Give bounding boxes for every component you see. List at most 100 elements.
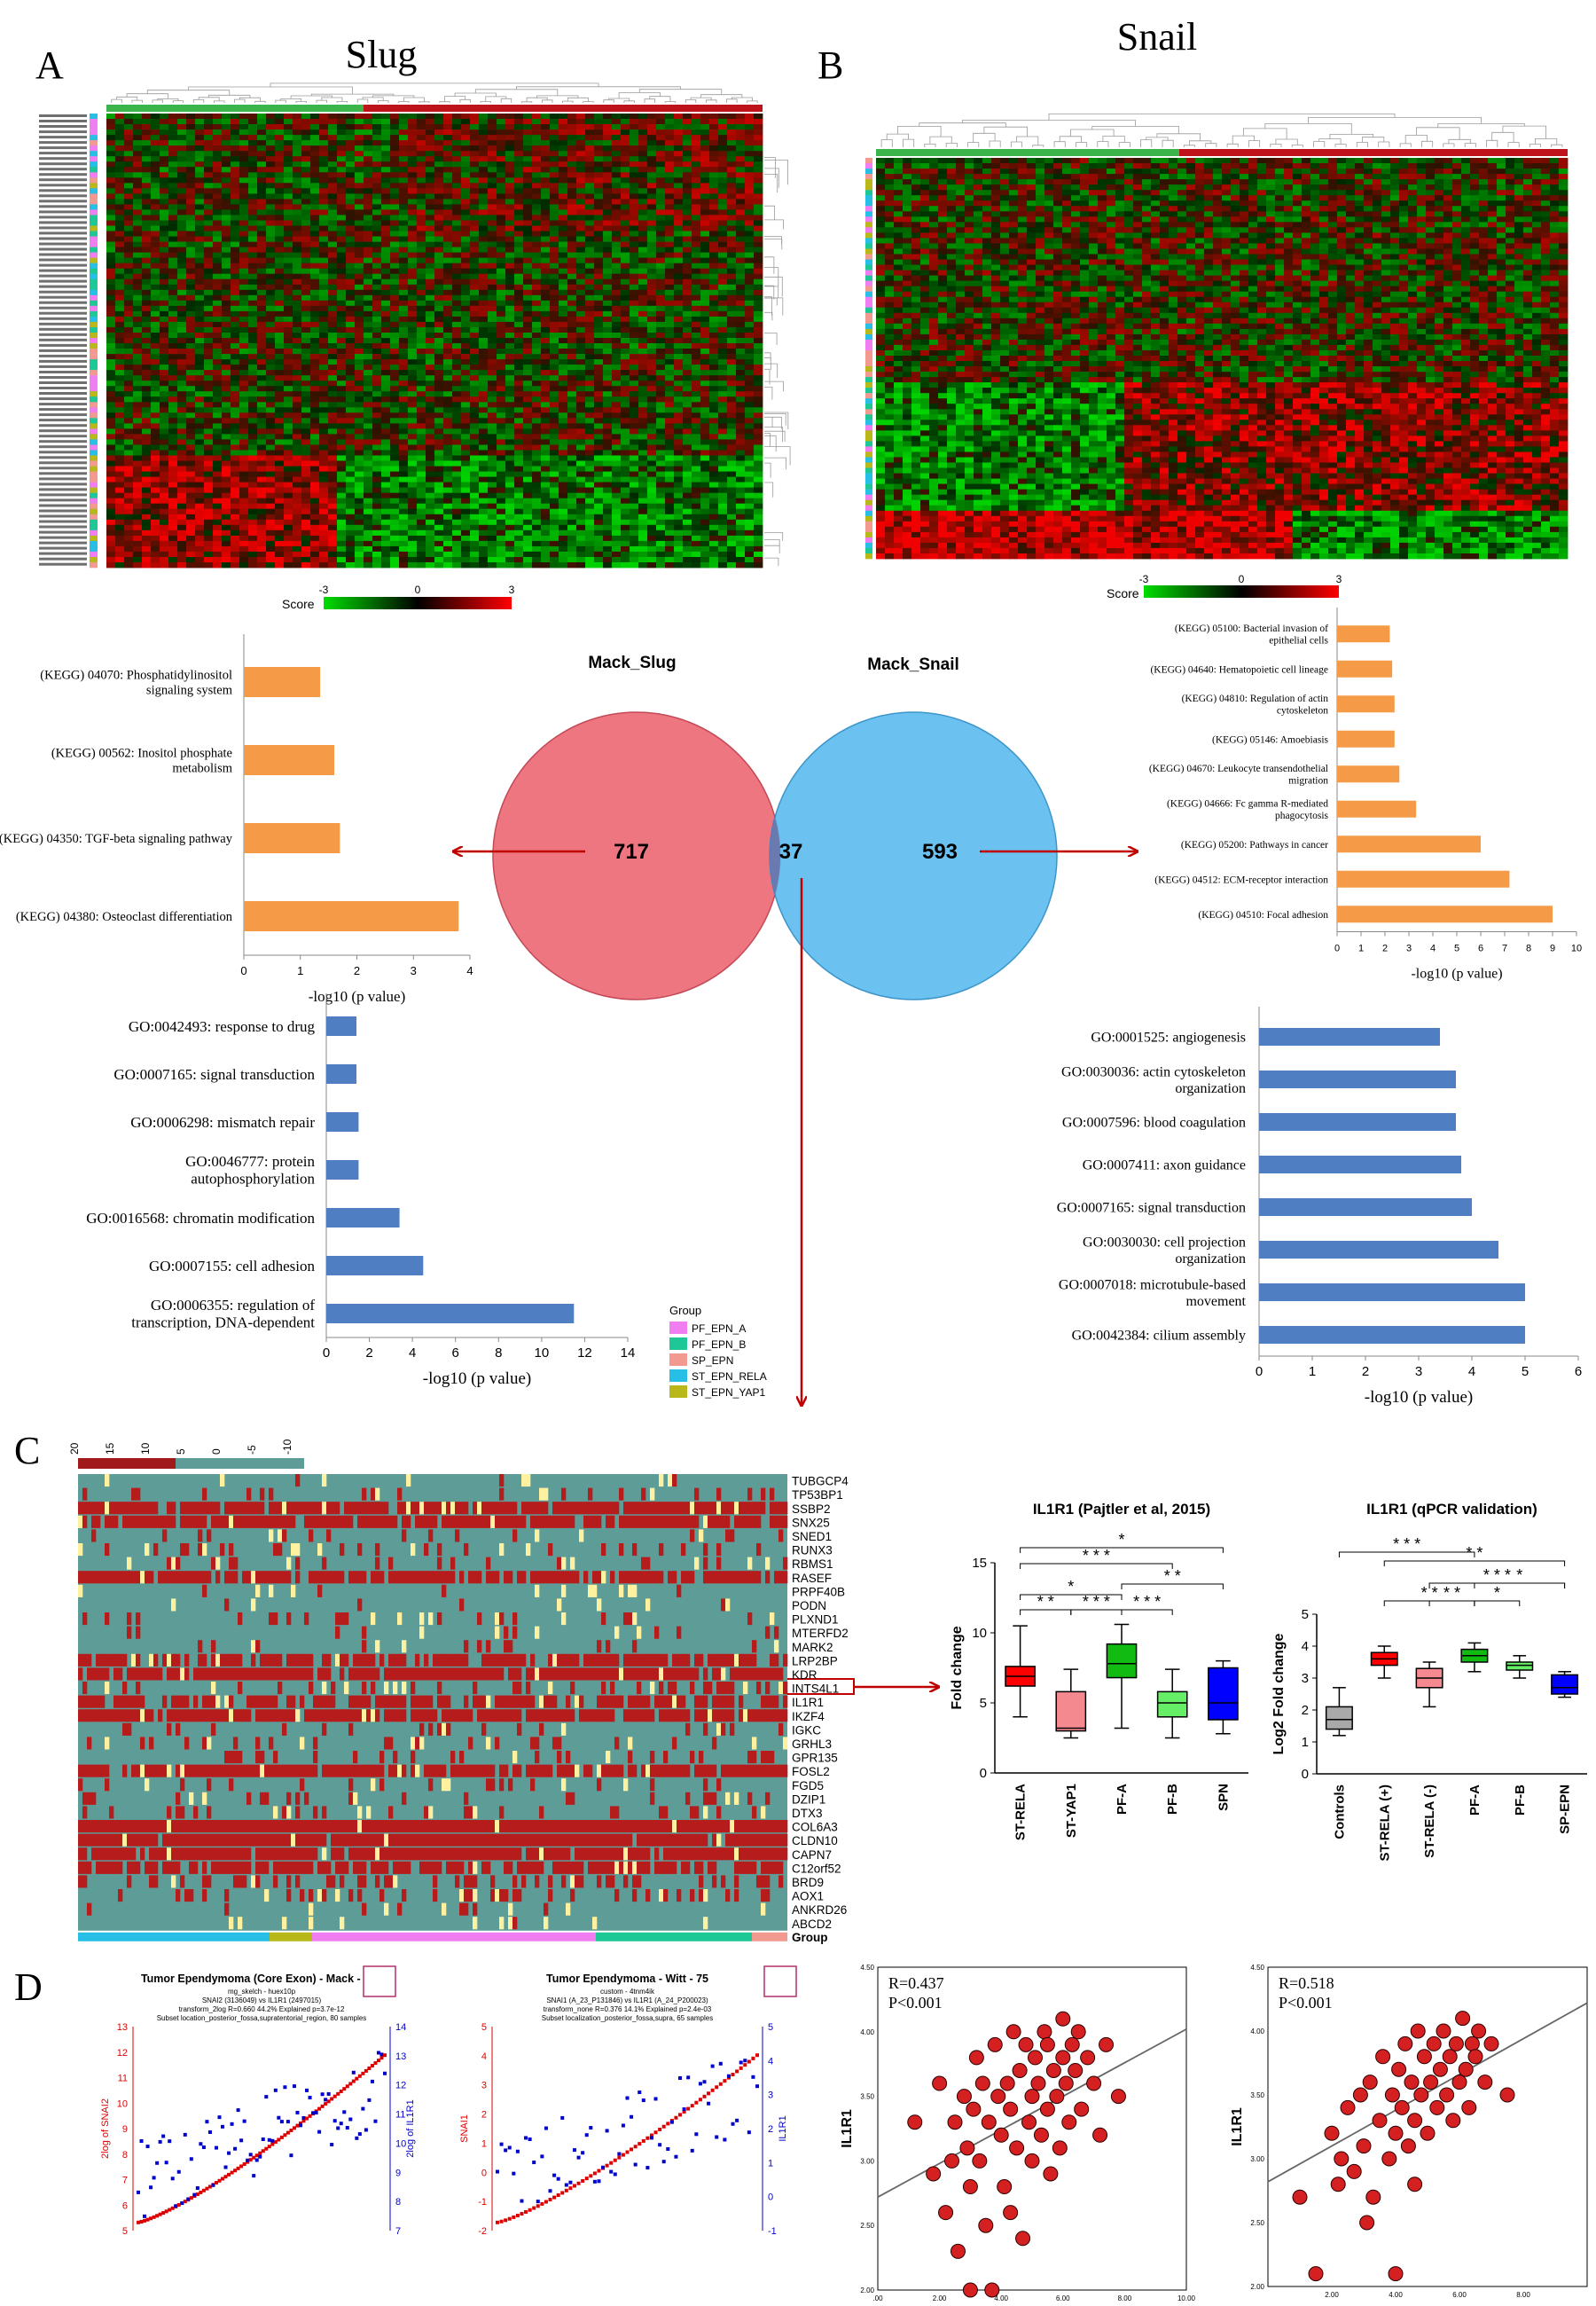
heatmap-cell (231, 359, 239, 365)
heatmap-cell (213, 391, 222, 396)
heatmap-cell (612, 301, 621, 306)
heatmap-cell (275, 370, 284, 375)
heatmap-cell (115, 247, 124, 253)
heatmap-cell (355, 145, 364, 151)
heatmap-cell (266, 119, 275, 124)
heatmap-cell (603, 161, 612, 167)
heatmap-cell (692, 407, 700, 412)
heatmap-cell (700, 301, 709, 306)
heatmap-cell (372, 391, 381, 396)
heatmap-cell (124, 114, 133, 119)
heatmap-cell (284, 145, 293, 151)
heatmap-cell (718, 396, 727, 402)
heatmap-cell (470, 167, 479, 172)
heatmap-cell (195, 349, 204, 354)
heatmap-cell (665, 359, 674, 365)
heatmap-cell (115, 311, 124, 317)
heatmap-cell (488, 129, 497, 135)
heatmap-cell (683, 412, 692, 418)
heatmap-cell (514, 301, 523, 306)
heatmap-cell (594, 231, 603, 237)
heatmap-cell (266, 301, 275, 306)
heatmap-cell (434, 221, 443, 226)
heatmap-cell (700, 114, 709, 119)
heatmap-cell (532, 418, 541, 423)
heatmap-cell (293, 156, 301, 161)
heatmap-cell (346, 231, 355, 237)
heatmap-cell (700, 343, 709, 349)
heatmap-cell (621, 311, 630, 317)
heatmap-cell (301, 193, 310, 199)
heatmap-cell (355, 445, 364, 451)
heatmap-cell (275, 129, 284, 135)
heatmap-cell (364, 221, 372, 226)
heatmap-cell (151, 386, 160, 391)
heatmap-cell (293, 391, 301, 396)
heatmap-cell (532, 428, 541, 434)
heatmap-cell (665, 172, 674, 177)
heatmap-cell (319, 135, 328, 140)
heatmap-cell (745, 161, 754, 167)
heatmap-cell (754, 407, 763, 412)
heatmap-cell (470, 391, 479, 396)
heatmap-cell (364, 279, 372, 285)
heatmap-cell (346, 263, 355, 269)
heatmap-cell (470, 418, 479, 423)
heatmap-cell (106, 445, 115, 451)
heatmap-cell (727, 354, 736, 359)
heatmap-cell (656, 439, 665, 444)
heatmap-cell (248, 193, 257, 199)
heatmap-cell (585, 365, 594, 370)
heatmap-cell (638, 327, 647, 333)
heatmap-cell (355, 231, 364, 237)
heatmap-cell (665, 434, 674, 439)
heatmap-cell (709, 386, 718, 391)
row-label-placeholder (39, 114, 87, 117)
heatmap-cell (585, 445, 594, 451)
heatmap-cell (337, 263, 346, 269)
heatmap-cell (301, 145, 310, 151)
heatmap-cell (106, 193, 115, 199)
heatmap-cell (736, 161, 745, 167)
heatmap-cell (470, 396, 479, 402)
heatmap-cell (239, 269, 248, 274)
heatmap-cell (461, 365, 470, 370)
heatmap-cell (621, 215, 630, 220)
heatmap-cell (621, 290, 630, 295)
heatmap-cell (142, 434, 151, 439)
heatmap-cell (559, 140, 567, 145)
heatmap-cell (142, 333, 151, 338)
heatmap-cell (638, 135, 647, 140)
heatmap-cell (151, 199, 160, 204)
heatmap-cell (638, 343, 647, 349)
heatmap-cell (124, 380, 133, 386)
heatmap-cell (106, 253, 115, 258)
heatmap-cell (479, 156, 488, 161)
heatmap-cell (541, 269, 550, 274)
heatmap-cell (559, 349, 567, 354)
heatmap-cell (257, 167, 266, 172)
heatmap-cell (461, 140, 470, 145)
heatmap-cell (718, 402, 727, 407)
heatmap-cell (585, 317, 594, 322)
heatmap-cell (346, 375, 355, 380)
row-annotation-cell (90, 199, 98, 204)
heatmap-cell (523, 349, 532, 354)
heatmap-cell (550, 343, 559, 349)
heatmap-cell (328, 375, 337, 380)
heatmap-cell (328, 301, 337, 306)
heatmap-cell (284, 247, 293, 253)
heatmap-cell (372, 129, 381, 135)
heatmap-cell (523, 386, 532, 391)
heatmap-cell (718, 263, 727, 269)
heatmap-cell (541, 456, 550, 461)
heatmap-cell (408, 226, 417, 231)
heatmap-cell (434, 391, 443, 396)
heatmap-cell (222, 445, 231, 451)
row-label-placeholder (39, 482, 87, 485)
heatmap-cell (319, 327, 328, 333)
heatmap-cell (665, 263, 674, 269)
heatmap-cell (745, 311, 754, 317)
heatmap-cell (567, 253, 576, 258)
heatmap-cell (151, 177, 160, 183)
